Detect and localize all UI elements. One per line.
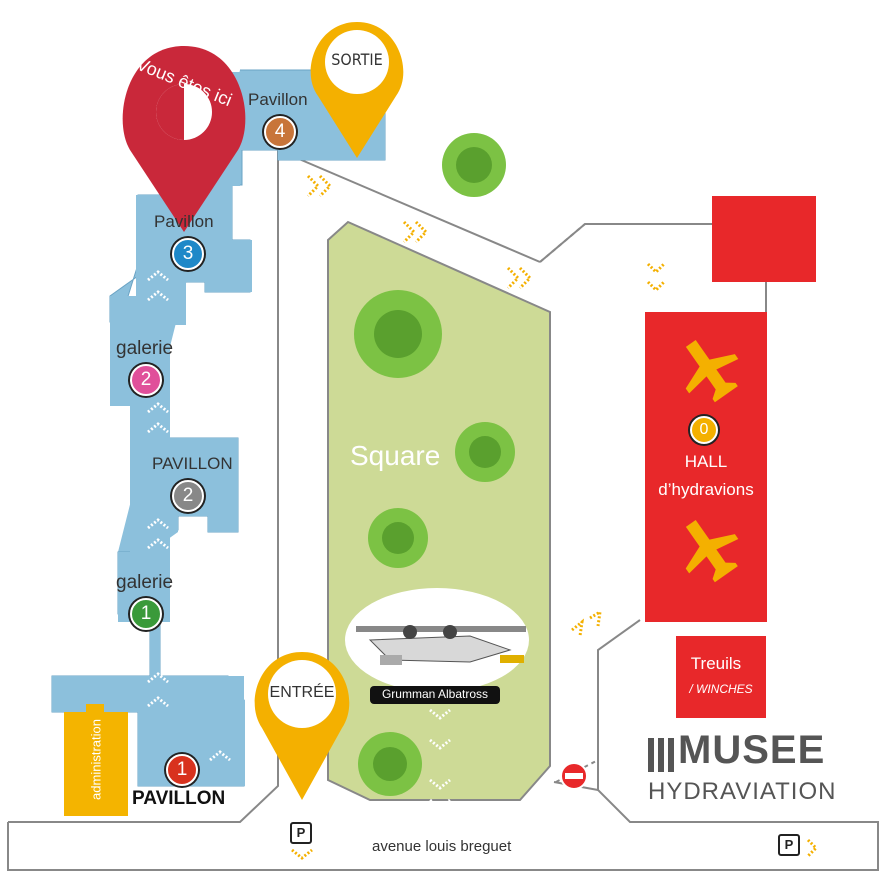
no-entry-icon [560,762,588,790]
hall-number: 0 [690,416,718,444]
chevron-icon [147,270,451,810]
treuils-label: Treuils [690,654,742,673]
chevron-icon [291,174,819,860]
street-outline [7,150,879,871]
logo-mark [648,738,674,772]
pavilion-4-label: Pavillon [248,90,308,109]
plane-icon [685,339,739,403]
building-block [130,400,170,560]
aircraft-label-box [370,686,500,704]
gallery-1-number: 1 [130,598,162,630]
hall-label-1: HALL [684,452,728,471]
administration-building [64,712,128,816]
tree-icon [455,422,515,482]
pavilion-2-label: PAVILLON [152,454,233,473]
logo-line2: HYDRAVIATION [648,778,837,805]
hall-annex [712,196,816,282]
tree-icon [358,732,422,796]
aircraft-label: Grumman Albatross [381,687,489,701]
logo-line1: MUSEE [678,728,826,772]
treuils-building [676,636,766,718]
hall-label-2: d’hydravions [658,480,754,499]
tree-icon [442,133,506,197]
aircraft-image [356,625,526,665]
exit-label: SORTIE [331,50,383,69]
pavilion-2-number: 2 [172,480,204,512]
administration-label: administration [88,719,104,800]
pavilion-1-label: PAVILLON [132,788,226,809]
tree-icon [354,290,442,378]
parking-icon-east: P [778,834,800,856]
parking-icon: P [290,822,312,844]
gallery-2-number: 2 [130,364,162,396]
you-are-here-pin [122,46,246,232]
pavilion-3-label: Pavillon [154,212,214,231]
exit-pin [310,22,404,158]
plane-icon [685,519,739,583]
pavilion-1-number: 1 [166,754,198,786]
dashed-path [539,223,586,263]
tree-icon [368,508,428,568]
entrance-label: ENTRÉE [269,684,335,701]
street-label: avenue louis breguet [372,838,512,855]
square-area [327,220,551,801]
gallery-2-label: galerie [116,338,174,359]
entrance-pin [254,652,350,800]
pavilion-3-number: 3 [172,238,204,270]
gallery-1-label: galerie [116,572,174,593]
winches-label: / WINCHES [689,682,753,696]
pavilion-4-number: 4 [264,116,296,148]
administration-door [86,704,104,714]
square-label: Square [350,440,441,471]
